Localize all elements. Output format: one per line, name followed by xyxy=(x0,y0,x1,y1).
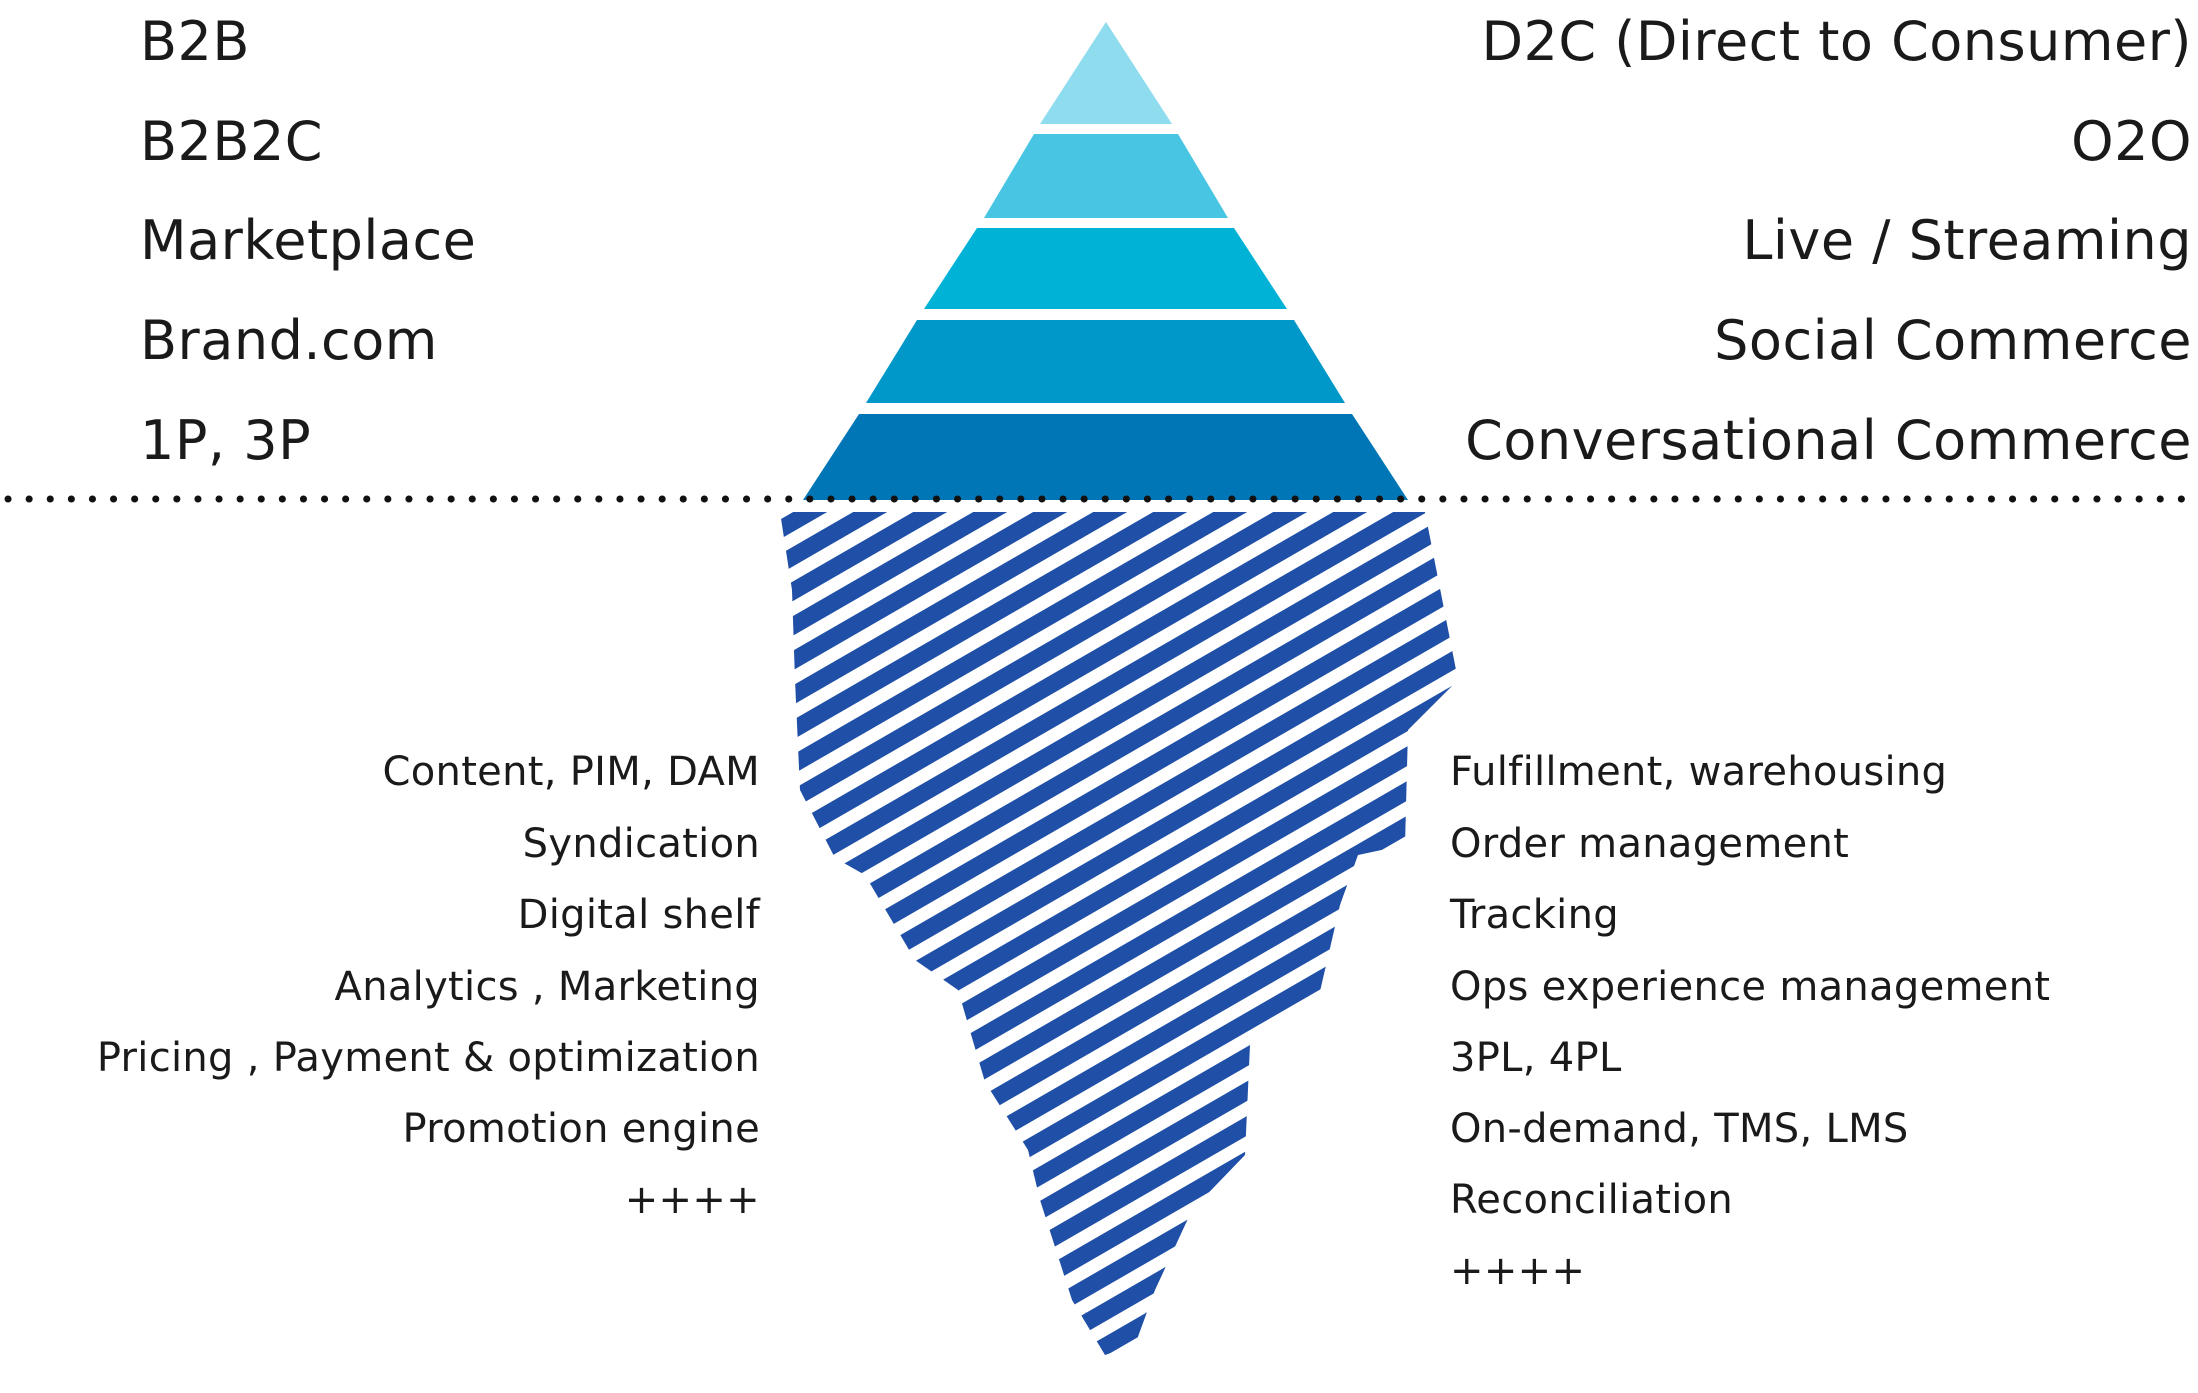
label-pricing-payment: Pricing , Payment & optimization xyxy=(96,1035,760,1081)
label-promotion-engine: Promotion engine xyxy=(402,1106,760,1152)
label-b2b2c: B2B2C xyxy=(140,110,324,173)
label-more-left: ++++ xyxy=(624,1177,760,1223)
label-syndication: Syndication xyxy=(522,821,760,867)
pyramid xyxy=(803,22,1408,500)
label-order-management: Order management xyxy=(1450,821,1850,867)
label-tracking: Tracking xyxy=(1450,892,1619,938)
label-content-pim-dam: Content, PIM, DAM xyxy=(382,749,760,795)
pyramid-tier-5 xyxy=(803,414,1408,500)
label-b2b: B2B xyxy=(140,10,250,73)
label-brand-com: Brand.com xyxy=(140,309,438,372)
submerged-hatch-fill xyxy=(780,512,1458,1355)
label-reconciliation: Reconciliation xyxy=(1450,1177,1734,1223)
label-d2c: D2C (Direct to Consumer) xyxy=(1481,10,2192,73)
label-marketplace: Marketplace xyxy=(140,209,477,272)
label-ops-experience: Ops experience management xyxy=(1450,964,2051,1010)
label-conversational-commerce: Conversational Commerce xyxy=(1465,409,2192,472)
pyramid-tier-3 xyxy=(924,228,1287,309)
label-digital-shelf: Digital shelf xyxy=(517,892,760,938)
label-more-right: ++++ xyxy=(1450,1248,1586,1294)
label-fulfillment: Fulfillment, warehousing xyxy=(1450,749,1948,795)
label-live-streaming: Live / Streaming xyxy=(1742,209,2192,272)
pyramid-tier-4 xyxy=(866,320,1345,403)
label-analytics-marketing: Analytics , Marketing xyxy=(334,964,760,1010)
label-social-commerce: Social Commerce xyxy=(1714,309,2192,372)
label-o2o: O2O xyxy=(2071,110,2192,173)
label-1p-3p: 1P, 3P xyxy=(140,409,312,472)
label-on-demand: On-demand, TMS, LMS xyxy=(1450,1106,1909,1152)
submerged-iceberg xyxy=(780,512,1458,1355)
pyramid-tier-1 xyxy=(1040,22,1172,124)
label-3pl-4pl: 3PL, 4PL xyxy=(1450,1035,1622,1081)
pyramid-tier-2 xyxy=(984,134,1228,218)
